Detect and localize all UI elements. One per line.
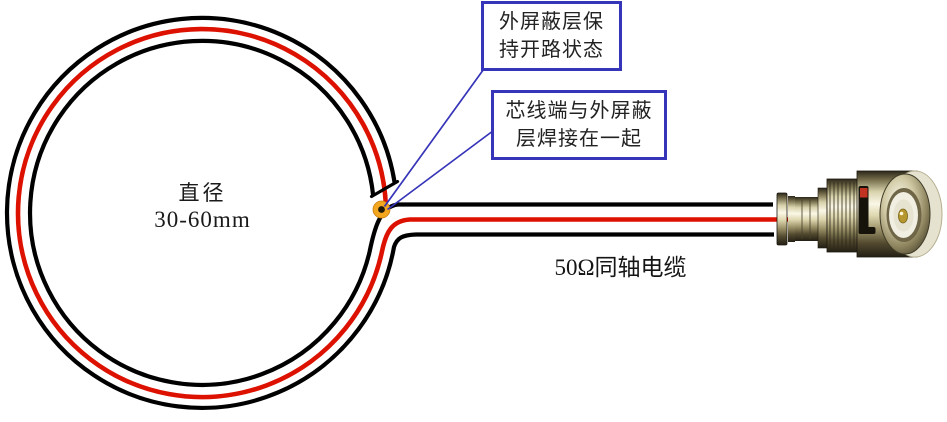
open-shield-end	[369, 179, 400, 199]
bnc-index-mark	[860, 188, 868, 198]
bnc-bayonet-slot	[858, 186, 876, 234]
leader-line-shield-open	[383, 69, 485, 207]
bnc-connector	[776, 170, 943, 258]
bnc-center-pin	[898, 208, 909, 224]
callout-core-weld-line1: 芯线端与外屏蔽	[505, 100, 653, 122]
callout-core-weld: 芯线端与外屏蔽 层焊接在一起	[491, 90, 667, 160]
leader-line-core-weld	[386, 129, 495, 211]
cable-label: 50Ω同轴电缆	[554, 255, 687, 280]
loop-coax	[4, 15, 788, 410]
callout-shield-open-line1: 外屏蔽层保	[499, 11, 604, 33]
callout-shield-open-line2: 持开路状态	[499, 39, 604, 61]
callout-core-weld-line2: 层焊接在一起	[516, 128, 642, 150]
loop-diameter-text: 直径	[178, 181, 227, 205]
loop-diameter-value: 30-60mm	[154, 207, 251, 233]
bnc-knurl-ring	[826, 178, 859, 253]
bnc-barrel	[776, 187, 828, 249]
callout-shield-open: 外屏蔽层保 持开路状态	[481, 1, 622, 71]
loop-diameter-label: 直径 30-60mm	[110, 180, 295, 235]
bnc-coupling	[856, 170, 943, 258]
